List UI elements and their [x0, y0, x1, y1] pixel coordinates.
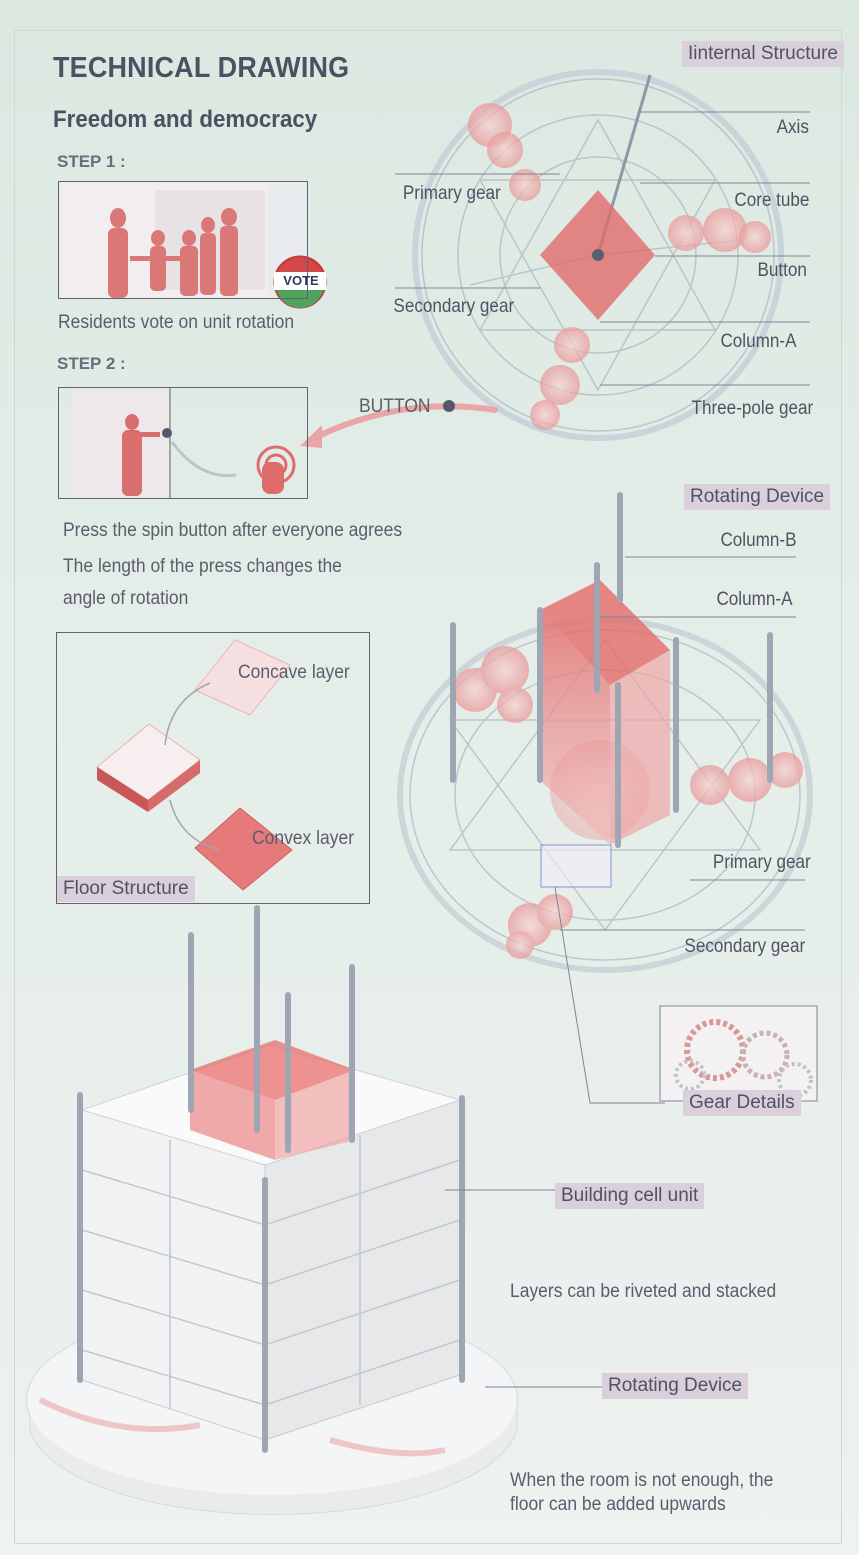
label-column-a-top: Column-A [719, 331, 796, 352]
step1-caption: Residents vote on unit rotation [58, 312, 295, 333]
button-arrowhead [300, 425, 322, 448]
rotating-device-tag-top: Rotating Device [684, 484, 831, 510]
page-subtitle: Freedom and democracy [53, 106, 318, 133]
step2-heading: STEP 2 : [57, 354, 126, 374]
device-columns [450, 492, 773, 848]
expansion-note-line1: When the room is not enough, the [510, 1470, 774, 1491]
label-convex-layer: Convex layer [252, 828, 355, 849]
building-leader-lines [445, 1189, 602, 1388]
step2-label: STEP 2 [57, 354, 116, 373]
button-callout-label: BUTTON [359, 396, 431, 417]
gear-details-tag: Gear Details [683, 1090, 801, 1116]
building-cell-unit-tag: Building cell unit [555, 1183, 705, 1209]
device-leader-lines [554, 556, 805, 1104]
step2-caption-line3: angle of rotation [63, 588, 189, 609]
floor-structure-frame [56, 632, 370, 904]
internal-leader-lines [395, 111, 810, 386]
step1-frame [58, 181, 308, 299]
label-primary-gear-device: Primary gear [713, 852, 811, 873]
label-button: Button [757, 260, 807, 281]
step1-heading: STEP 1 : [57, 152, 126, 172]
step2-colon: : [115, 354, 126, 373]
label-primary-gear-top: Primary gear [403, 183, 501, 204]
core-tube-box [540, 580, 670, 845]
gear-details-thumbnail [659, 1005, 818, 1102]
expansion-note-line2: floor can be added upwards [510, 1494, 726, 1515]
page-title: TECHNICAL DRAWING [53, 52, 350, 84]
building-drawing [26, 1040, 518, 1515]
gear-zoom-marker [540, 844, 612, 888]
step1-label: STEP 1 [57, 152, 116, 171]
internal-gears [468, 103, 771, 430]
button-arrow [307, 403, 498, 443]
label-axis: Axis [776, 117, 809, 138]
step1-illustration [60, 182, 327, 309]
step1-colon: : [115, 152, 126, 171]
building-columns [77, 905, 465, 1453]
floor-structure-drawing [96, 639, 293, 891]
building-floors [81, 1135, 461, 1410]
internal-structure-tag: Iinternal Structure [682, 41, 844, 67]
label-column-b: Column-B [719, 530, 796, 551]
page-frame [14, 30, 842, 1544]
step2-caption-line2: The length of the press changes the [63, 556, 342, 577]
internal-structure-drawing [412, 69, 784, 441]
vote-badge-label: VOTE [283, 273, 319, 288]
label-concave-layer: Concave layer [238, 662, 350, 683]
label-secondary-gear-device: Secondary gear [684, 936, 805, 957]
floor-structure-tag: Floor Structure [57, 876, 195, 902]
button-dot [443, 400, 455, 412]
label-column-a-device: Column-A [715, 589, 792, 610]
layers-note: Layers can be riveted and stacked [510, 1281, 777, 1302]
step2-frame [58, 387, 308, 499]
label-three-pole-gear: Three-pole gear [691, 398, 813, 419]
label-secondary-gear-top: Secondary gear [393, 296, 514, 317]
step2-illustration [72, 388, 296, 498]
step2-caption-line1: Press the spin button after everyone agr… [63, 520, 403, 541]
label-core-tube: Core tube [733, 190, 809, 211]
rotating-device-tag-bottom: Rotating Device [602, 1373, 749, 1399]
